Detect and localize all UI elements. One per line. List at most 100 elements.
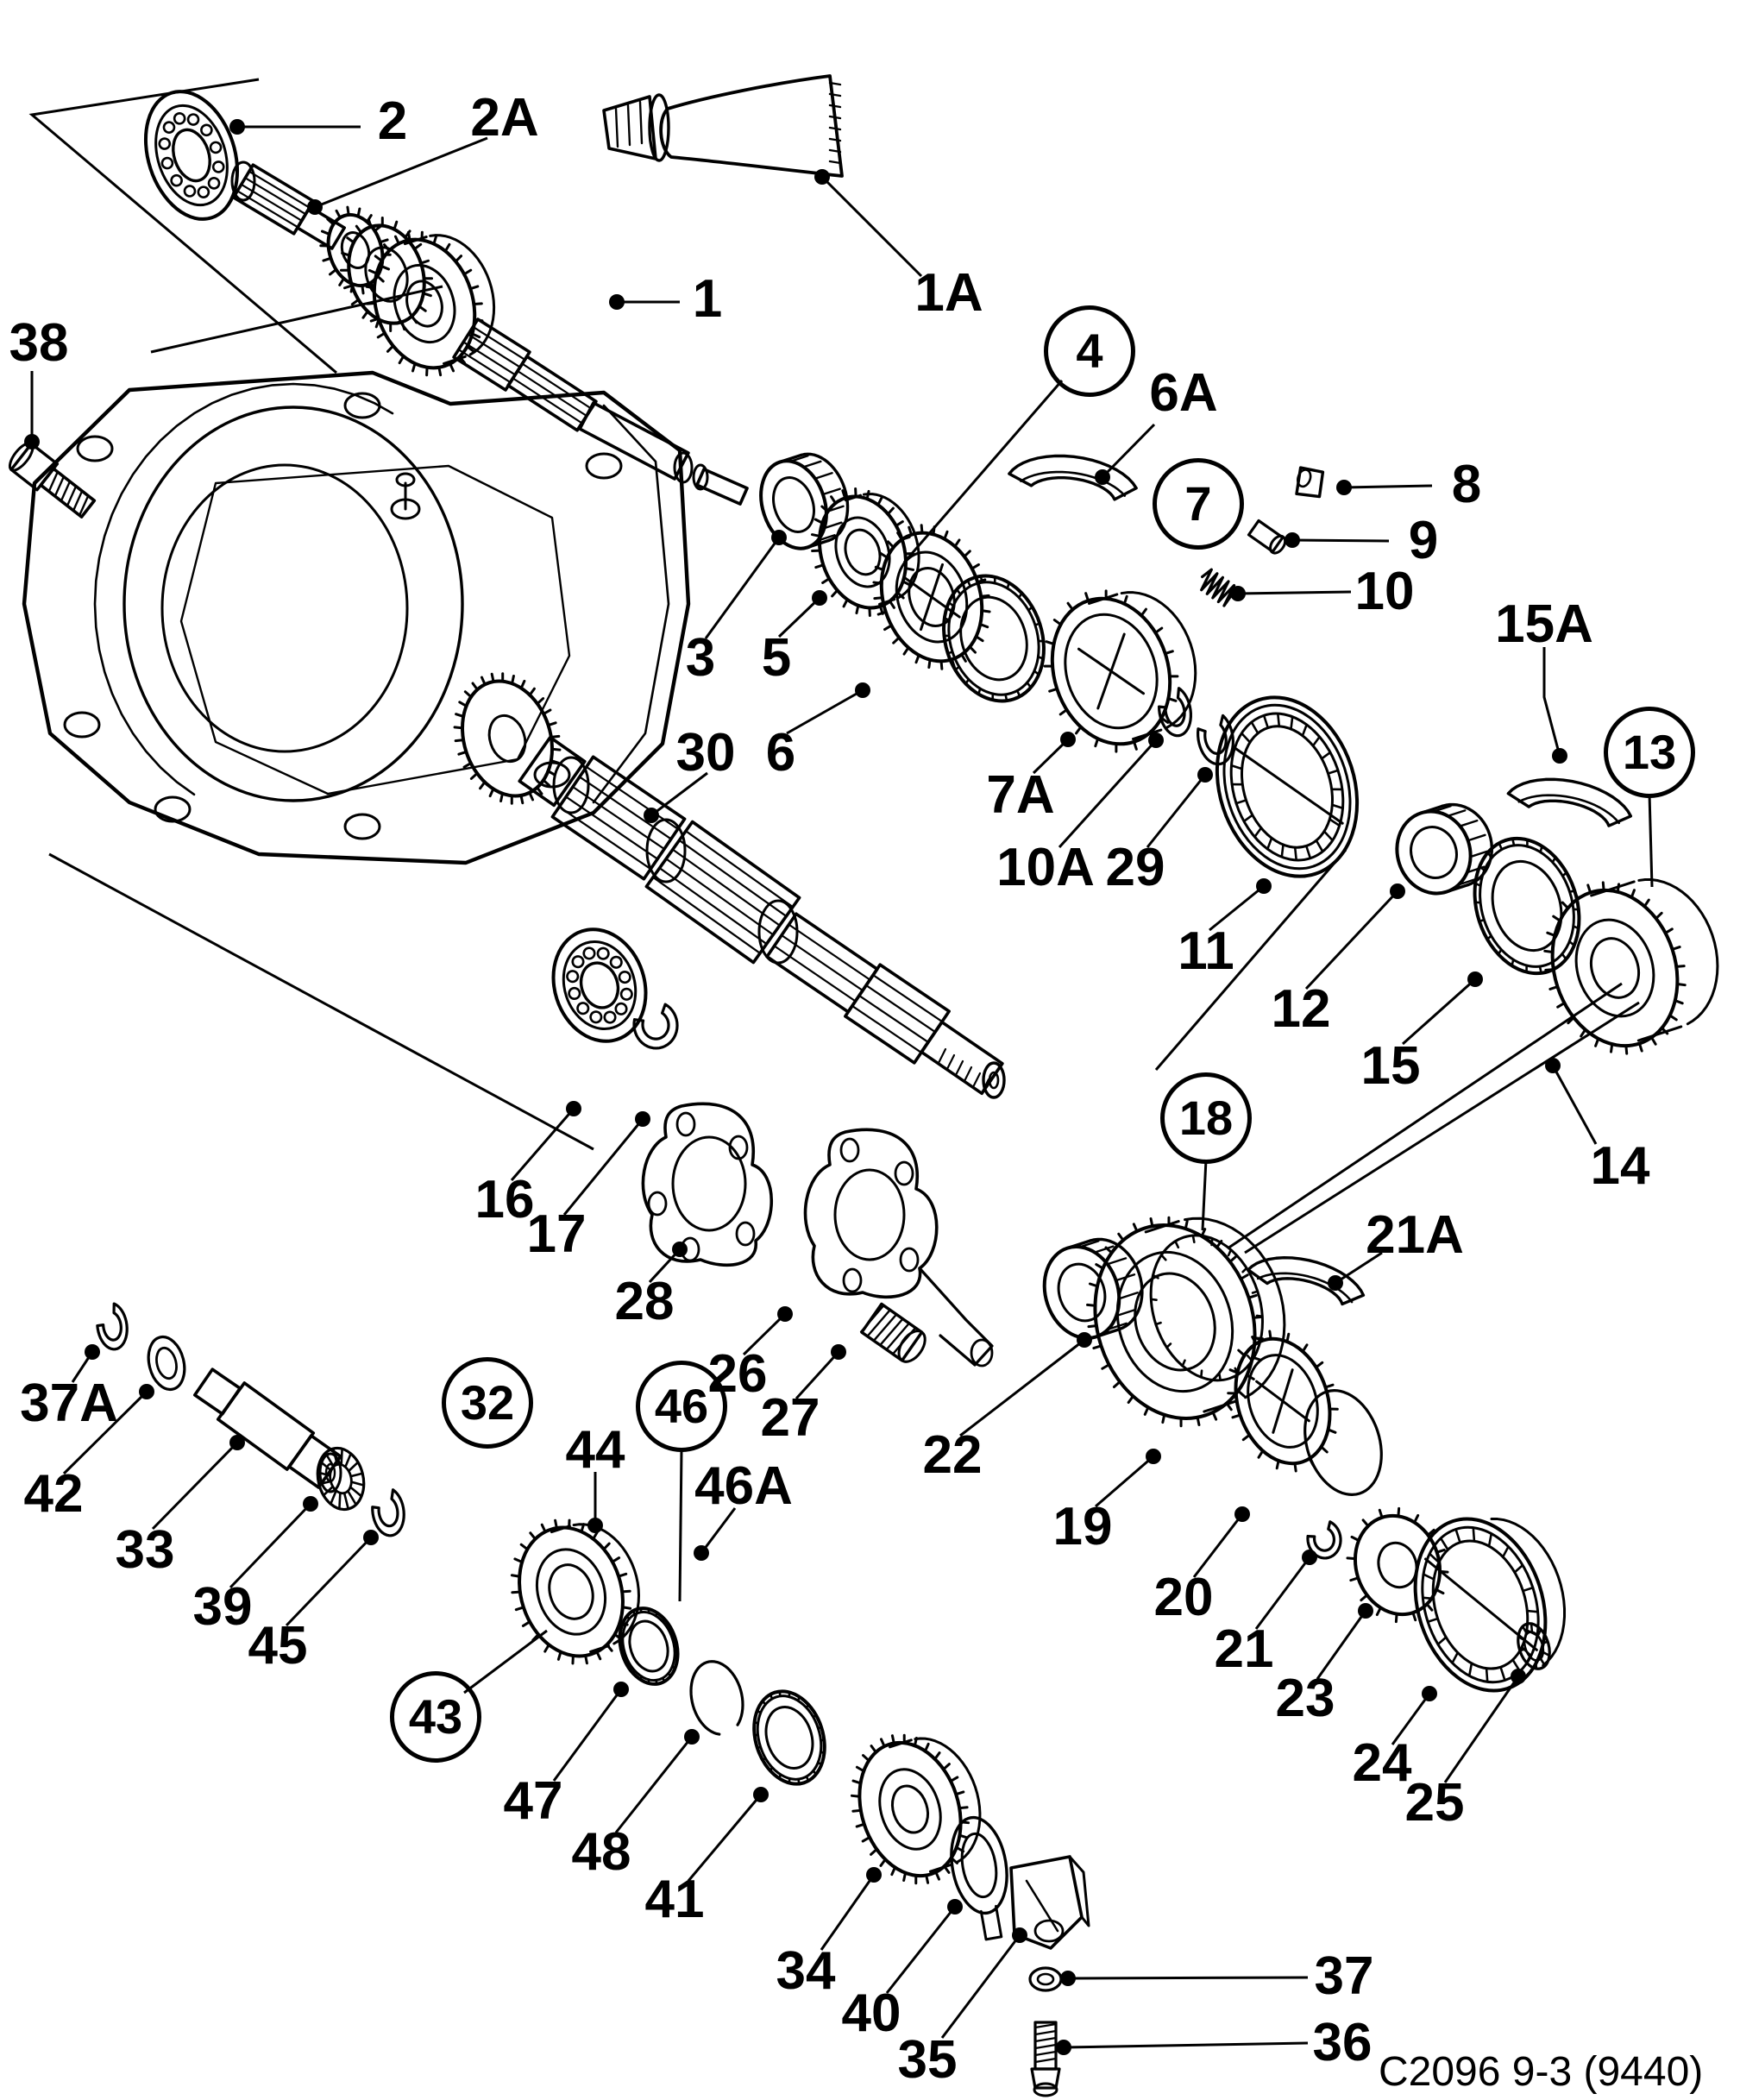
callout-48: 48 (571, 1822, 631, 1882)
callout-19: 19 (1052, 1497, 1113, 1556)
callout-circled-4: 4 (1044, 305, 1135, 397)
callout-29: 29 (1105, 838, 1165, 897)
callout-22: 22 (922, 1425, 983, 1485)
callout-33: 33 (115, 1520, 175, 1580)
callout-21a: 21A (1366, 1205, 1464, 1265)
leader-dot (363, 1530, 379, 1545)
callout-41: 41 (644, 1870, 705, 1929)
retaining-plate-26 (803, 1128, 994, 1368)
pin-9-icon (1247, 519, 1287, 555)
leader-dot (1095, 469, 1110, 485)
leader-dot (635, 1111, 650, 1127)
leader-dot (1230, 586, 1246, 601)
leader-dot (1358, 1603, 1373, 1619)
gear-23 (1346, 1506, 1449, 1624)
washer-45 (371, 1488, 405, 1537)
leader-dot (1256, 878, 1272, 894)
callout-38: 38 (9, 313, 69, 373)
callout-1: 1 (692, 269, 723, 329)
leader-dot (777, 1306, 793, 1322)
callout-circled-43: 43 (390, 1671, 481, 1763)
gear-18-synchro (1086, 1216, 1286, 1428)
input-shaft-bearing-2 (143, 90, 240, 221)
synchro-ring-41 (752, 1689, 826, 1786)
callout-45: 45 (248, 1616, 308, 1676)
callout-28: 28 (614, 1272, 675, 1331)
bolt-38-icon (8, 442, 97, 519)
callout-2a: 2A (470, 88, 539, 148)
idler-shaft-33 (193, 1368, 342, 1493)
callout-17: 17 (526, 1204, 587, 1264)
washer-37-icon (1028, 1966, 1063, 1992)
gasket-28 (641, 1102, 774, 1267)
callout-12: 12 (1271, 979, 1331, 1039)
callout-15: 15 (1360, 1036, 1421, 1096)
transmission-housing (22, 370, 691, 865)
leader-dot (609, 294, 625, 310)
leader-dot (1197, 767, 1213, 783)
thrust-washer-21a (1247, 1256, 1366, 1306)
bracket-35 (1009, 1855, 1090, 1950)
diagram-code: C2096 9-3 (9440) (1379, 2049, 1704, 2095)
callout-35: 35 (897, 2030, 958, 2090)
leader-dot (229, 1435, 245, 1450)
leader-dot (694, 1545, 709, 1561)
leader-dot (587, 1518, 603, 1533)
leader-dot (1148, 732, 1164, 748)
leader-dot (855, 682, 870, 698)
callout-10: 10 (1354, 562, 1415, 621)
callout-42: 42 (23, 1464, 84, 1524)
leader-dot (672, 1242, 688, 1257)
callout-10a: 10A (996, 838, 1095, 897)
gear-13-14 (1543, 878, 1719, 1055)
leader-dot (229, 119, 245, 135)
lock-washer-40 (950, 1815, 1008, 1941)
bolt-36-icon (1030, 2021, 1061, 2097)
callout-24: 24 (1352, 1733, 1412, 1793)
callout-circled-13: 13 (1604, 707, 1695, 798)
leader-dot (1060, 1971, 1076, 1986)
bearing-ring-25 (1517, 1622, 1551, 1670)
callout-44: 44 (565, 1420, 625, 1480)
main-shaft-30 (453, 672, 1006, 1099)
snap-ring-10a (1157, 687, 1192, 738)
needle-bearing-22 (1042, 1237, 1144, 1340)
gear-18-ring (1149, 1234, 1264, 1382)
synchro-ring-6 (942, 574, 1046, 703)
leader-dot (139, 1384, 154, 1399)
leader-dot (1146, 1449, 1161, 1464)
reverse-gear-34 (850, 1733, 982, 1885)
thrust-washer-6a (1008, 454, 1138, 501)
leader-dot (1422, 1686, 1437, 1701)
callout-36: 36 (1312, 2013, 1373, 2072)
leader-dot (1511, 1669, 1526, 1684)
callout-circled-46: 46 (636, 1361, 727, 1452)
leader-dot (1285, 532, 1300, 548)
callout-40: 40 (841, 1984, 901, 2043)
leader-dot (831, 1344, 846, 1360)
leader-dot (1336, 480, 1352, 495)
leader-dot (1012, 1927, 1027, 1943)
detent-spring-10 (1200, 568, 1236, 607)
leader-dot (24, 434, 40, 450)
callout-20: 20 (1153, 1568, 1214, 1627)
synchro-hub-20 (1227, 1330, 1339, 1473)
leader-dot (684, 1729, 700, 1745)
bolt-27-icon (859, 1302, 927, 1363)
washer-42 (147, 1335, 186, 1392)
leader-dot (307, 199, 323, 215)
callout-11: 11 (1178, 921, 1234, 981)
leader-dot (85, 1344, 100, 1360)
callout-6: 6 (765, 723, 796, 783)
needle-bearing-3 (759, 452, 850, 550)
leader-dot (566, 1101, 581, 1116)
callout-3: 3 (685, 628, 716, 688)
leader-dot (303, 1496, 318, 1512)
leader-dot (1077, 1332, 1092, 1348)
callout-7a: 7A (986, 765, 1055, 825)
leader-dot (1302, 1550, 1317, 1565)
needle-bearing-12 (1395, 802, 1493, 896)
pinion-30 (453, 672, 562, 805)
callout-9: 9 (1408, 511, 1439, 570)
